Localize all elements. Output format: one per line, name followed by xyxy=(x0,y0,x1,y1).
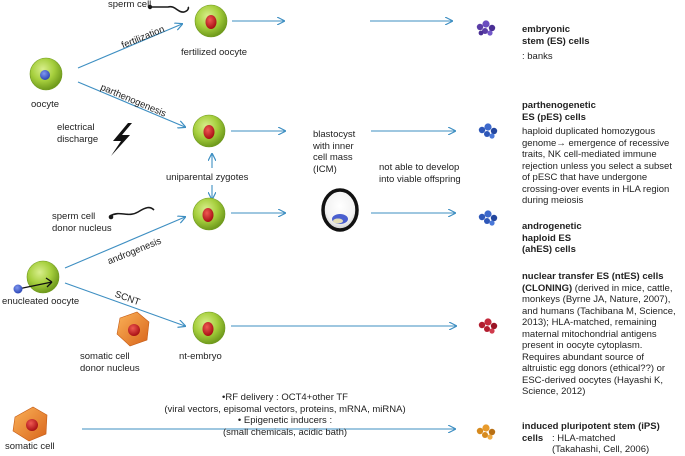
label-electrical-discharge: electrical discharge xyxy=(57,122,99,145)
ntes-cell-colony-icon xyxy=(478,318,498,334)
androgenetic-zygote-nucleus xyxy=(202,208,214,222)
pipette-icon xyxy=(17,281,53,290)
removed-nucleus xyxy=(13,284,23,294)
pipette-tip xyxy=(45,277,53,288)
arrows xyxy=(64,21,456,429)
ntes-details: (derived in mice, cattle, monkeys (Byrne… xyxy=(522,282,676,398)
label-rf-delivery: •RF delivery : OCT4+other TF (viral vect… xyxy=(164,392,406,438)
label-fertilized-oocyte: fertilized oocyte xyxy=(181,47,248,58)
es-cells-note: : banks xyxy=(522,51,553,62)
nt-embryo-nucleus xyxy=(202,322,214,336)
arrow-parthenogenesis xyxy=(77,81,185,127)
ips-cell-colony-icon xyxy=(476,424,496,440)
ips-cells-title: induced pluripotent stem (iPS) cells xyxy=(522,421,660,444)
label-somatic-donor: somatic cell donor nucleus xyxy=(80,351,140,374)
sperm-icon-donor xyxy=(109,206,155,217)
sperm-icon-top xyxy=(150,5,190,13)
label-somatic-cell: somatic cell xyxy=(5,441,55,452)
lightning-icon xyxy=(111,123,132,156)
ahes-cells-title: androgenetic haploid ES (ahES) cells xyxy=(522,221,582,255)
es-cells-title: embryonic stem (ES) cells xyxy=(522,24,590,47)
arrow-fertilization xyxy=(77,24,182,69)
blastocyst-icon xyxy=(321,188,359,232)
pes-cells-note: haploid duplicated homozygous genome→ em… xyxy=(522,126,672,206)
ntes-cloning: (CLONING) xyxy=(522,282,573,294)
es-cell-colony-icon xyxy=(476,20,496,36)
ntes-cells-description: (CLONING) (derived in mice, cattle, monk… xyxy=(522,283,676,398)
ahes-cell-colony-icon xyxy=(478,210,498,226)
ips-cells-note: : HLA-matched (Takahashi, Cell, 2006) xyxy=(552,432,650,456)
oocyte-nucleus xyxy=(40,70,50,80)
ntes-cells-title: nuclear transfer ES (ntES) cells xyxy=(522,271,664,282)
label-sperm-donor: sperm cell donor nucleus xyxy=(52,211,112,234)
fertilized-oocyte-nucleus xyxy=(205,15,217,29)
label-enucleated-oocyte: enucleated oocyte xyxy=(2,296,80,307)
enucleated-oocyte-cell xyxy=(26,260,60,294)
pes-cell-colony-icon xyxy=(478,123,498,139)
somatic-donor-nucleus xyxy=(128,324,140,336)
label-nt-embryo: nt-embryo xyxy=(179,351,222,362)
inner-cell-mass-highlight xyxy=(333,218,343,224)
arrow-scnt xyxy=(64,282,185,326)
label-blastocyst: blastocyst with inner cell mass (ICM) xyxy=(313,129,356,175)
sperm-head-top xyxy=(147,4,153,10)
sperm-head-donor xyxy=(108,214,114,220)
somatic-cell-nucleus xyxy=(26,419,38,431)
label-uniparental-zygotes: uniparental zygotes xyxy=(166,172,249,183)
label-sperm-cell: sperm cell xyxy=(108,0,152,10)
label-oocyte: oocyte xyxy=(31,99,59,110)
pes-cells-title: parthenogenetic ES (pES) cells xyxy=(522,100,596,123)
parthenogenetic-zygote-nucleus xyxy=(203,125,215,139)
arrow-androgenesis xyxy=(64,217,185,269)
label-not-able: not able to develop into viable offsprin… xyxy=(379,162,461,185)
